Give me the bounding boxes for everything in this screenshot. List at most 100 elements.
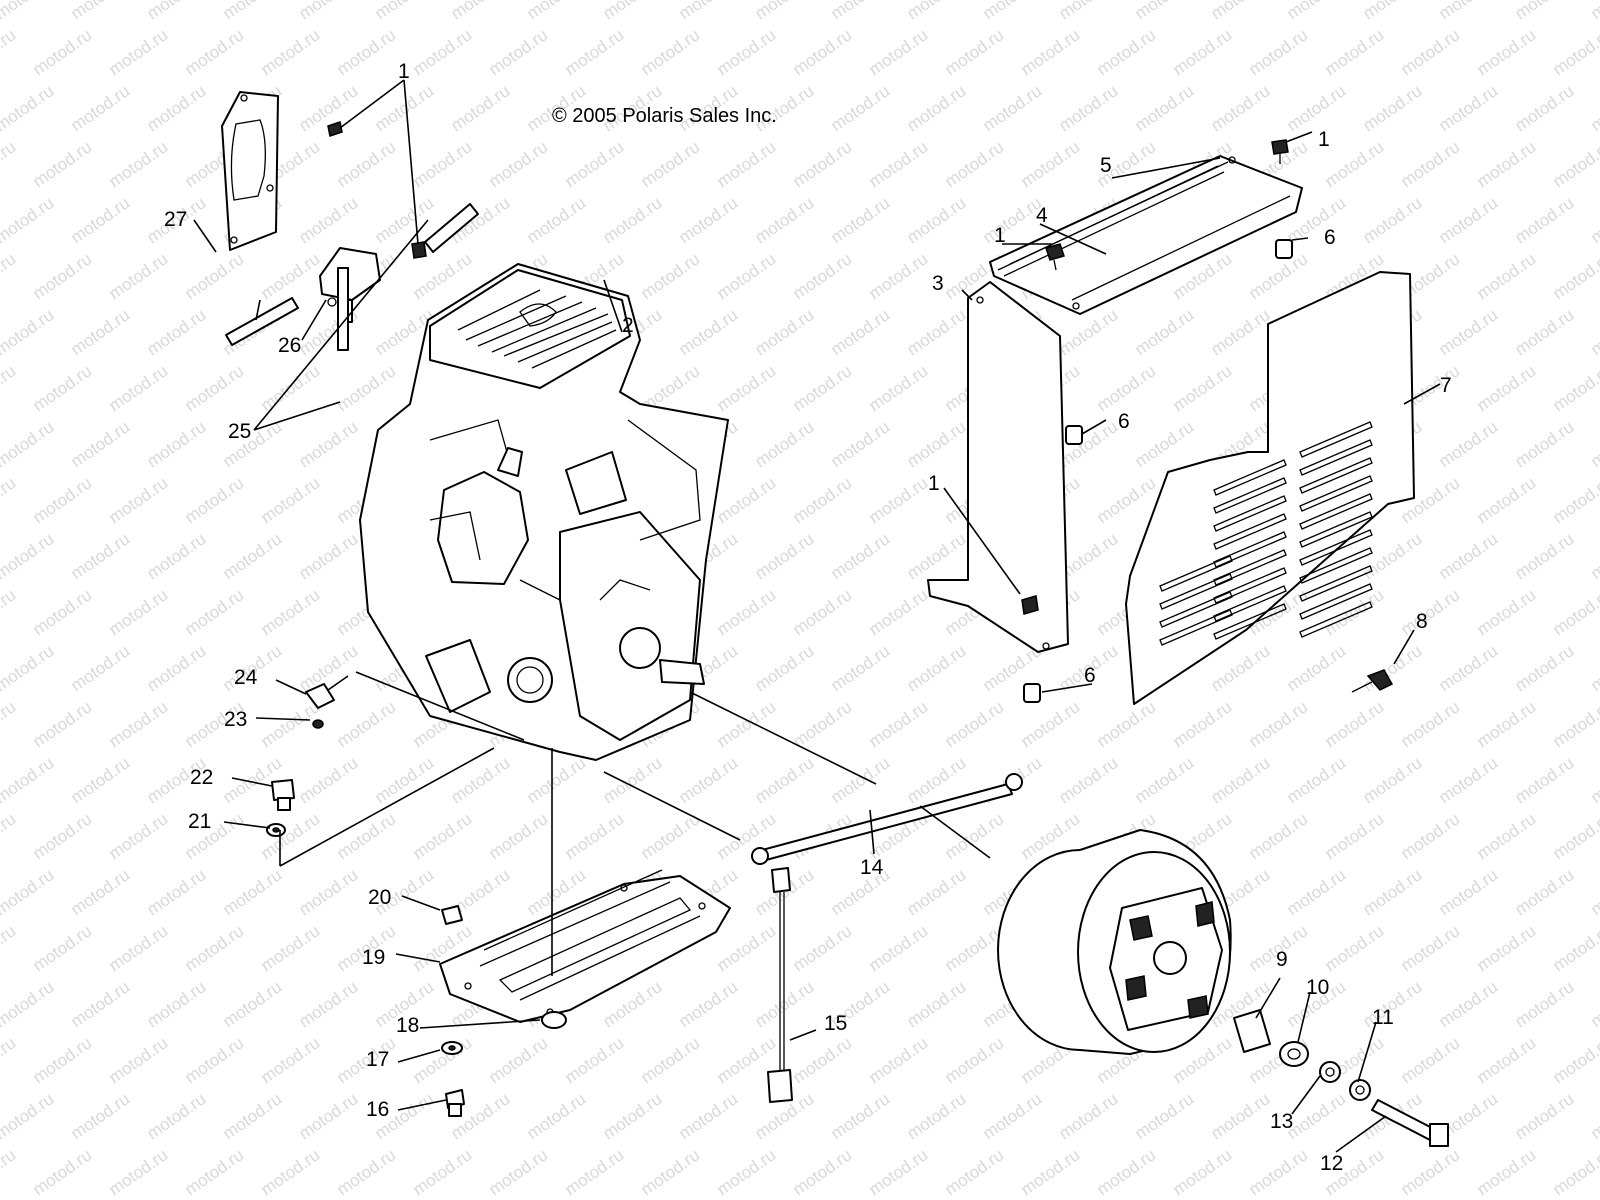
watermark-text: motod.ru	[1131, 305, 1197, 359]
watermark-text: motod.ru	[789, 1033, 855, 1087]
watermark-text: motod.ru	[371, 753, 437, 807]
watermark-text: motod.ru	[1055, 0, 1121, 23]
watermark-text: motod.ru	[637, 1145, 703, 1199]
watermark-text: motod.ru	[1473, 361, 1539, 415]
grille-slot	[1213, 549, 1287, 586]
callout-25: 25	[228, 420, 251, 443]
watermark-text: motod.ru	[1549, 473, 1600, 527]
watermark-text: motod.ru	[827, 529, 893, 583]
watermark-text: motod.ru	[181, 249, 247, 303]
watermark-text: motod.ru	[903, 0, 969, 23]
watermark-text: motod.ru	[1055, 417, 1121, 471]
watermark-text: motod.ru	[1435, 305, 1501, 359]
watermark-text: motod.ru	[1359, 865, 1425, 919]
watermark-text: motod.ru	[979, 1089, 1045, 1143]
watermark-text: motod.ru	[409, 1145, 475, 1199]
watermark-text: motod.ru	[1055, 305, 1121, 359]
watermark-text: motod.ru	[865, 1033, 931, 1087]
watermark-text: motod.ru	[1359, 641, 1425, 695]
watermark-text: motod.ru	[865, 25, 931, 79]
callout-9: 9	[1276, 948, 1288, 971]
watermark-text: motod.ru	[751, 193, 817, 247]
callout-12: 12	[1320, 1152, 1343, 1175]
watermark-text: motod.ru	[1473, 1145, 1539, 1199]
watermark-text: motod.ru	[1169, 25, 1235, 79]
watermark-text: motod.ru	[447, 0, 513, 23]
watermark-text: motod.ru	[295, 641, 361, 695]
watermark-text: motod.ru	[1321, 137, 1387, 191]
callout-10: 10	[1306, 976, 1329, 999]
watermark-text: motod.ru	[0, 305, 57, 359]
watermark-text: motod.ru	[447, 81, 513, 135]
watermark-text: motod.ru	[295, 753, 361, 807]
watermark-text: motod.ru	[1549, 585, 1600, 639]
callout-26: 26	[278, 334, 301, 357]
watermark-text: motod.ru	[789, 473, 855, 527]
watermark-text: motod.ru	[903, 1089, 969, 1143]
watermark-text: motod.ru	[29, 921, 95, 975]
watermark-text: motod.ru	[1359, 81, 1425, 135]
grille-slot	[1299, 421, 1373, 458]
watermark-text: motod.ru	[67, 0, 133, 23]
watermark-text: motod.ru	[789, 137, 855, 191]
watermark-text: motod.ru	[1283, 753, 1349, 807]
watermark-text: motod.ru	[1587, 641, 1600, 695]
watermark-text: motod.ru	[0, 641, 57, 695]
watermark-text: motod.ru	[143, 81, 209, 135]
watermark-text: motod.ru	[219, 977, 285, 1031]
watermark-text: motod.ru	[0, 193, 57, 247]
watermark-text: motod.ru	[675, 0, 741, 23]
watermark-text: motod.ru	[1283, 0, 1349, 23]
watermark-text: motod.ru	[1169, 361, 1235, 415]
callout-17: 17	[366, 1048, 389, 1071]
watermark-text: motod.ru	[1245, 25, 1311, 79]
watermark-text: motod.ru	[29, 585, 95, 639]
callout-14: 14	[860, 856, 884, 879]
watermark-text: motod.ru	[257, 585, 323, 639]
watermark-text: motod.ru	[0, 1033, 19, 1087]
watermark-text: motod.ru	[0, 361, 19, 415]
watermark-text: motod.ru	[789, 921, 855, 975]
watermark-text: motod.ru	[295, 977, 361, 1031]
watermark-text: motod.ru	[1321, 809, 1387, 863]
grille-slot	[1213, 495, 1287, 532]
watermark-text: motod.ru	[1549, 137, 1600, 191]
watermark-text: motod.ru	[1283, 641, 1349, 695]
watermark-text: motod.ru	[485, 137, 551, 191]
watermark-text: motod.ru	[1473, 25, 1539, 79]
watermark-text: motod.ru	[1549, 697, 1600, 751]
callout-labels: 1 1 1 1 2 3 4 5 6 6 6 7 8 9 10 11 12 13 …	[164, 60, 1452, 1175]
watermark-text: motod.ru	[1055, 1089, 1121, 1143]
watermark-text: motod.ru	[1511, 1089, 1577, 1143]
watermark-text: motod.ru	[1055, 753, 1121, 807]
watermark-text: motod.ru	[67, 305, 133, 359]
callout-20: 20	[368, 886, 391, 909]
watermark-text: motod.ru	[1397, 697, 1463, 751]
callout-1: 1	[398, 60, 410, 83]
watermark-text: motod.ru	[1587, 753, 1600, 807]
watermark-text: motod.ru	[1359, 753, 1425, 807]
watermark-text: motod.ru	[713, 249, 779, 303]
copyright-text: © 2005 Polaris Sales Inc.	[552, 105, 777, 127]
watermark-text: motod.ru	[0, 921, 19, 975]
watermark-text: motod.ru	[1245, 697, 1311, 751]
watermark-text: motod.ru	[105, 249, 171, 303]
callout-23: 23	[224, 708, 247, 731]
watermark-text: motod.ru	[1549, 1145, 1600, 1199]
watermark-text: motod.ru	[0, 1145, 19, 1199]
callout-7: 7	[1440, 374, 1452, 397]
watermark-text: motod.ru	[105, 585, 171, 639]
watermark-text: motod.ru	[865, 361, 931, 415]
watermark-text: motod.ru	[751, 529, 817, 583]
watermark-text: motod.ru	[219, 1089, 285, 1143]
watermark-text: motod.ru	[1207, 305, 1273, 359]
watermark-text: motod.ru	[941, 1145, 1007, 1199]
watermark-text: motod.ru	[333, 137, 399, 191]
watermark-text: motod.ru	[485, 1145, 551, 1199]
watermark-text: motod.ru	[0, 529, 57, 583]
callout-11: 11	[1372, 1006, 1394, 1029]
watermark-text: motod.ru	[143, 977, 209, 1031]
watermark-text: motod.ru	[713, 921, 779, 975]
watermark-text: motod.ru	[827, 417, 893, 471]
watermark-text: motod.ru	[523, 0, 589, 23]
